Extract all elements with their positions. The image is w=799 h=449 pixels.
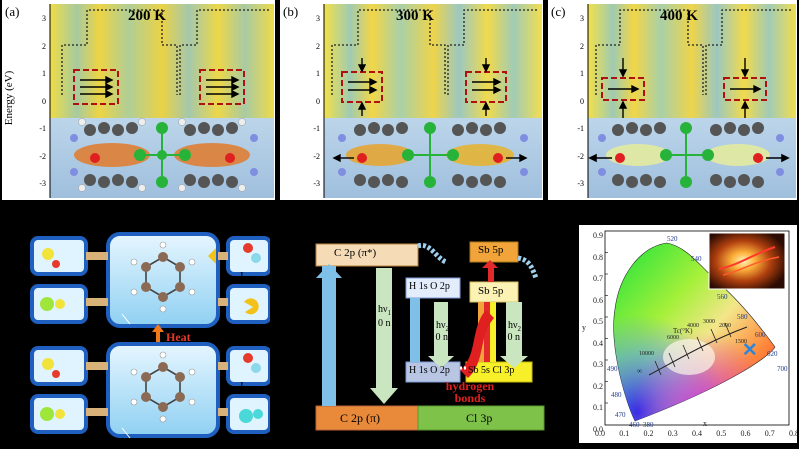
hbond-label: hydrogen bonds	[445, 379, 495, 405]
cct-2000: 2000	[719, 323, 731, 329]
level-h1s-o2p-bottom: H 1s O 2p	[409, 365, 450, 376]
cie-x-label: x	[703, 419, 707, 428]
temperature-label: 200 K	[128, 8, 166, 24]
panel-b: (b) 300 K 3 2 1 0 -1 -2 -3	[280, 0, 543, 200]
wl-490: 490	[607, 365, 618, 373]
mechanism-diagram	[30, 232, 270, 439]
cie-coordinate-marker: ✕	[741, 339, 758, 361]
wl-580: 580	[737, 313, 748, 321]
wl-620: 620	[767, 350, 778, 358]
energy-map-c	[587, 4, 796, 198]
wl-460: 460	[629, 421, 640, 429]
level-c2p-pistar: C 2p (π*)	[334, 247, 377, 259]
energy-axis-title: Energy (eV)	[3, 70, 16, 126]
wl-520: 520	[667, 235, 678, 243]
hv2a-value: 7 0 n	[428, 332, 448, 343]
cct-infinity: ∞	[637, 367, 642, 375]
wl-600: 600	[755, 331, 766, 339]
hv1-value: 0 n	[378, 318, 391, 329]
wl-470: 470	[615, 411, 626, 419]
level-sb5p-top: Sb 5p	[478, 244, 504, 256]
panel-label: (a)	[5, 4, 20, 19]
level-sb5s-cl3p: Sb 5s Cl 3p	[468, 365, 515, 376]
left-arrow-label: 5 n	[310, 330, 318, 343]
cie-diagram	[604, 230, 790, 426]
hv2b-value: 7 0 n	[500, 332, 520, 343]
energy-map-b	[323, 4, 542, 198]
energy-level-graphic	[315, 241, 545, 431]
cie-chart-panel: ✕ 0.9 0.8 0.7 0.6 0.5 0.4 0.3 0.2 0.1 0.…	[579, 225, 797, 443]
panel-label: (b)	[283, 4, 299, 19]
s-label: S	[536, 266, 542, 277]
cct-6000: 6000	[667, 335, 679, 341]
energy-map-a	[49, 4, 274, 198]
cct-4000: 4000	[687, 323, 699, 329]
level-c2p-pi: C 2p (π)	[340, 411, 381, 425]
energy-ticks: 3 2 1 0 -1 -2 -3	[577, 14, 584, 188]
cct-1500: 1500	[735, 339, 747, 345]
cie-y-label: y	[582, 323, 586, 332]
energy-ticks: 3 2 1 0 -1 -2 -3	[313, 14, 320, 188]
wl-700: 700	[777, 365, 788, 373]
wl-480: 480	[611, 391, 622, 399]
cie-y-ticks: 0.9 0.8 0.7 0.6 0.5 0.4 0.3 0.2 0.1 0.0	[593, 231, 603, 434]
temperature-label: 400 K	[660, 8, 698, 24]
cie-x-ticks: 0.0 0.1 0.2 0.3 0.4 0.5 0.6 0.7 0.8	[595, 429, 797, 438]
cct-title: Tc(°K)	[673, 327, 693, 335]
level-cl3p: Cl 3p	[466, 411, 493, 425]
temperature-label: 300 K	[396, 8, 434, 24]
hv2b-label: hν2	[508, 320, 522, 333]
i2-top-label: I2	[240, 270, 248, 285]
heat-label: Heat	[166, 330, 191, 344]
panel-c: (c) 400 K 3 2 1 0 -1 -2 -3	[548, 0, 797, 200]
panel-label: (c)	[551, 4, 566, 19]
level-h1s-o2p-top: H 1s O 2p	[409, 281, 450, 292]
hv1-label: hν1	[378, 304, 392, 317]
wl-560: 560	[717, 293, 728, 301]
level-sb5p-mid: Sb 5p	[478, 285, 504, 297]
cct-3000: 3000	[703, 319, 715, 325]
energy-level-diagram: C 2p (π*) C 2p (π) Cl 3p H 1s O 2p H 1s …	[310, 238, 550, 434]
panel-a: (a) 200 K Energy (eV) 3 2 1 0 -1 -2 -3	[2, 0, 275, 200]
cct-10000: 10000	[639, 351, 654, 357]
hv2a-label: hν2	[436, 320, 450, 333]
i2-bottom-label: I2	[240, 380, 248, 395]
energy-ticks: 3 2 1 0 -1 -2 -3	[39, 14, 46, 188]
mechanism-panel: Heat I2 I2	[30, 232, 270, 442]
wl-380: 380	[643, 421, 654, 429]
wl-540: 540	[691, 255, 702, 263]
